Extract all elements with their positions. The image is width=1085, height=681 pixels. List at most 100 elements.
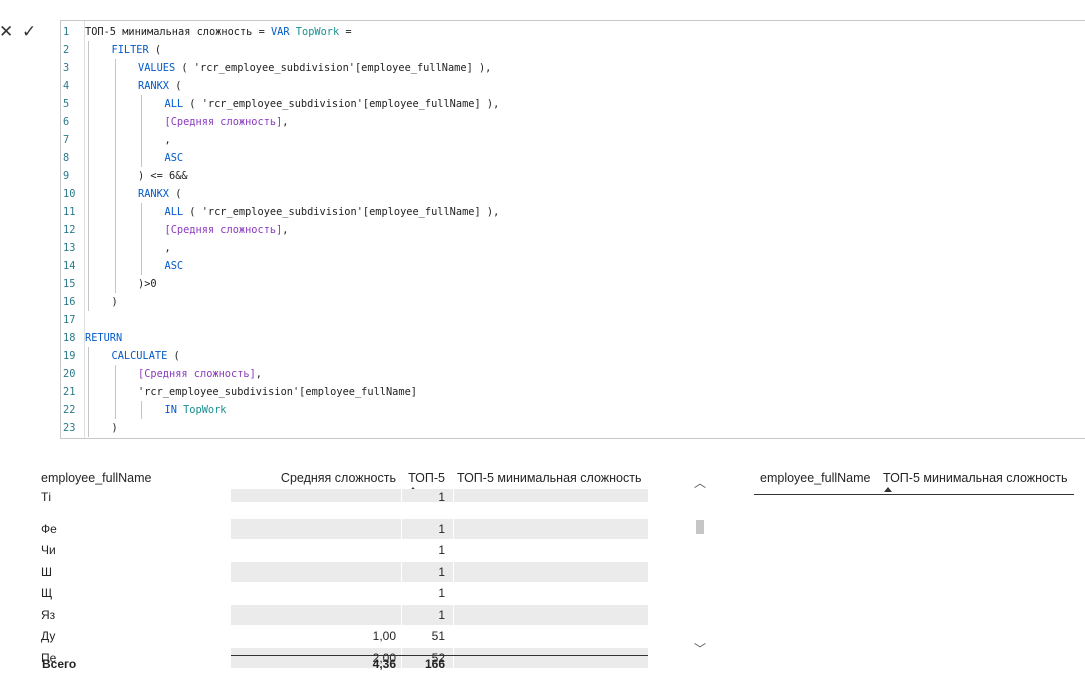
code-text: ) — [111, 422, 118, 434]
column-header-top5-min-complexity[interactable]: ТОП-5 минимальная сложность — [457, 471, 642, 485]
code-text: IN TopWork — [164, 404, 227, 416]
line-number-gutter — [61, 21, 85, 438]
code-line: 23) — [61, 419, 1061, 437]
line-number: 18 — [63, 332, 76, 344]
line-number: 8 — [63, 152, 70, 164]
cell-employee-name: Яз — [41, 607, 56, 622]
indent-guide — [114, 221, 116, 239]
indent-guide — [88, 149, 89, 167]
column-separator — [401, 540, 402, 560]
column-header-employee-fullname-2[interactable]: employee_fullName — [760, 471, 871, 485]
cell-employee-name: Ш — [41, 564, 52, 579]
code-line: 3 VALUES ( 'rcr_employee_subdivision'[emp… — [61, 59, 1061, 77]
line-number: 3 — [63, 62, 70, 74]
cell-top5: 1 — [438, 564, 445, 579]
indent-guide — [114, 203, 116, 221]
line-number: 13 — [63, 242, 76, 254]
cell-employee-name: Тi — [41, 490, 51, 504]
chevron-down-icon[interactable]: ﹀ — [694, 642, 707, 656]
line-number: 20 — [63, 368, 76, 380]
row-background — [231, 604, 648, 625]
column-separator — [401, 489, 402, 509]
row-background — [231, 647, 648, 668]
cell-average: 2,00 — [372, 650, 396, 665]
cell-average — [231, 519, 396, 539]
line-number: 14 — [63, 260, 76, 272]
indent-guide — [88, 95, 89, 113]
indent-guide — [88, 59, 89, 77]
indent-guide — [141, 203, 142, 221]
row-background — [231, 561, 648, 582]
column-header-top5[interactable]: ТОП-5 — [408, 471, 445, 485]
chevron-up-icon[interactable]: ︿ — [694, 476, 707, 490]
indent-guide — [141, 95, 142, 113]
code-line: 9) <= 6&& — [61, 167, 1061, 185]
column-separator — [453, 626, 454, 646]
total-separator — [231, 655, 648, 656]
line-number: 4 — [63, 80, 70, 92]
line-number: 19 — [63, 350, 76, 362]
code-text: CALCULATE ( — [111, 350, 180, 362]
code-text: )>0 — [138, 278, 157, 290]
code-text: ALL ( 'rcr_employee_subdivision'[employe… — [164, 98, 500, 110]
cancel-formula-button[interactable]: ✕ — [0, 22, 14, 42]
row-background — [231, 489, 648, 502]
column-header-average-complexity[interactable]: Средняя сложность — [280, 471, 396, 485]
indent-guide — [88, 167, 89, 185]
indent-guide — [88, 203, 89, 221]
code-line: 22 IN TopWork — [61, 401, 1061, 419]
code-text: ASC — [164, 152, 184, 164]
code-text: RANKX ( — [138, 188, 182, 200]
scrollbar-thumb[interactable] — [696, 520, 704, 534]
cell-employee-name: Пе — [41, 650, 57, 665]
code-text: [Средняя сложность], — [164, 224, 289, 236]
code-line: 16) — [61, 293, 1061, 311]
line-number: 21 — [63, 386, 76, 398]
code-text: ) — [111, 296, 118, 308]
column-separator — [453, 604, 454, 625]
commit-formula-button[interactable]: ✓ — [22, 22, 37, 42]
code-line: 10 RANKX ( — [61, 185, 1061, 203]
cell-top5: 52 — [431, 650, 445, 665]
column-header-top5-min-complexity-2[interactable]: ТОП-5 минимальная сложность — [883, 471, 1068, 485]
code-text: VALUES ( 'rcr_employee_subdivision'[empl… — [138, 62, 492, 74]
code-line: 15)>0 — [61, 275, 1061, 293]
column-separator — [453, 489, 454, 509]
indent-guide — [114, 167, 116, 185]
indent-guide — [114, 149, 116, 167]
code-text: ТОП-5 минимальная сложность = VAR TopWor… — [85, 26, 352, 38]
indent-guide — [88, 239, 89, 257]
column-header-employee-fullname[interactable]: employee_fullName — [41, 471, 152, 485]
code-text: ALL ( 'rcr_employee_subdivision'[employe… — [164, 206, 500, 218]
indent-guide — [141, 401, 142, 419]
code-line: 4 RANKX ( — [61, 77, 1061, 95]
line-number: 6 — [63, 116, 70, 128]
code-text: RANKX ( — [138, 80, 182, 92]
column-separator — [453, 561, 454, 582]
indent-guide — [114, 113, 116, 131]
line-number: 10 — [63, 188, 76, 200]
indent-guide — [141, 113, 142, 131]
sort-ascending-icon — [884, 487, 892, 492]
line-number: 7 — [63, 134, 70, 146]
indent-guide — [88, 221, 89, 239]
code-text: ASC — [164, 260, 184, 272]
code-text: [Средняя сложность], — [164, 116, 289, 128]
indent-guide — [88, 113, 89, 131]
cell-average — [231, 562, 396, 582]
line-number: 12 — [63, 224, 76, 236]
column-separator — [453, 540, 454, 560]
indent-guide — [88, 419, 89, 437]
line-number: 9 — [63, 170, 70, 182]
indent-guide — [88, 365, 89, 383]
indent-guide — [88, 131, 89, 149]
cell-average — [231, 583, 396, 603]
total-average: 4,36 — [372, 657, 396, 671]
indent-guide — [88, 257, 89, 275]
line-number: 22 — [63, 404, 76, 416]
cell-average: 1,00 — [372, 629, 396, 643]
